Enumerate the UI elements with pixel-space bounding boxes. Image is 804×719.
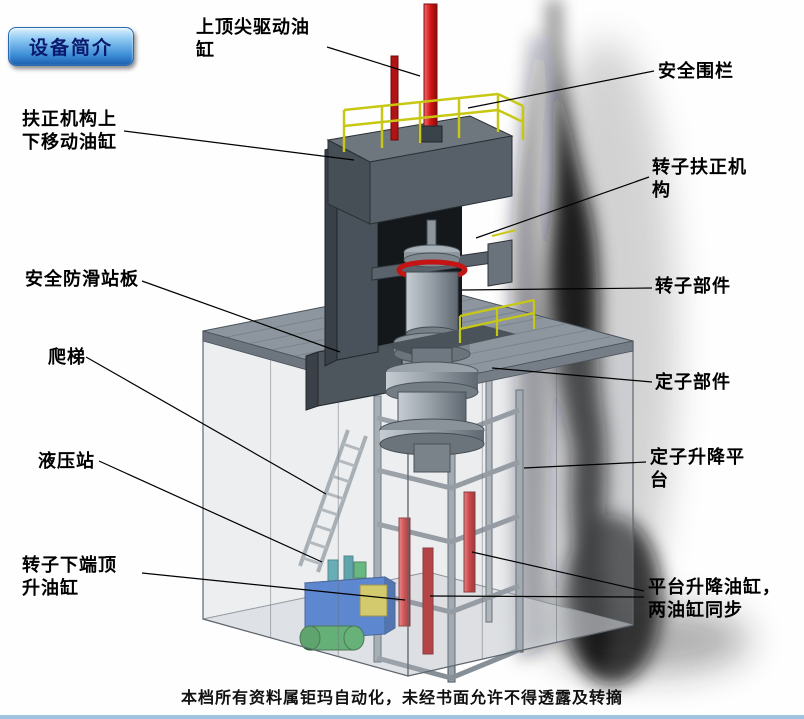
safety-fence (342, 92, 525, 152)
enclosure-walls (202, 330, 634, 677)
label-rotor-parts: 转子部件 (655, 276, 731, 296)
ladder (298, 429, 368, 573)
label-safety-fence: 安全围栏 (658, 61, 734, 81)
platform-railing (458, 298, 536, 343)
bottom-border-line (0, 715, 804, 719)
leader-lines (85, 46, 655, 601)
title-badge-label: 设备简介 (28, 38, 113, 59)
label-top-drive-cylinder: 上顶尖驱动油缸 (196, 17, 310, 61)
stator-assembly (379, 325, 516, 473)
label-hydraulic-station: 液压站 (38, 451, 95, 471)
label-rotor-jack-cylinder: 转子下端顶升油缸 (22, 555, 117, 599)
watermark-text: 本档所有资料属钜玛自动化，未经书面允许不得透露及转摘 (180, 690, 623, 707)
label-antislip-board: 安全防滑站板 (25, 269, 139, 289)
label-stator-parts: 定子部件 (655, 372, 731, 392)
smoke-shadow (510, 0, 750, 685)
label-platform-lift-cylinders: 平台升降油缸，两油缸同步 (648, 577, 781, 621)
hydraulic-station (299, 555, 397, 651)
title-badge: 设备简介 (8, 27, 134, 66)
top-drive-cylinder (390, 3, 443, 143)
label-ladder: 爬梯 (48, 347, 86, 367)
label-centering-cylinder: 扶正机构上下移动油缸 (22, 109, 117, 153)
label-rotor-centering: 转子扶正机构 (652, 157, 747, 201)
label-stator-lift-platform: 定子升降平台 (650, 447, 745, 491)
platform-lift-cylinders (398, 491, 476, 655)
